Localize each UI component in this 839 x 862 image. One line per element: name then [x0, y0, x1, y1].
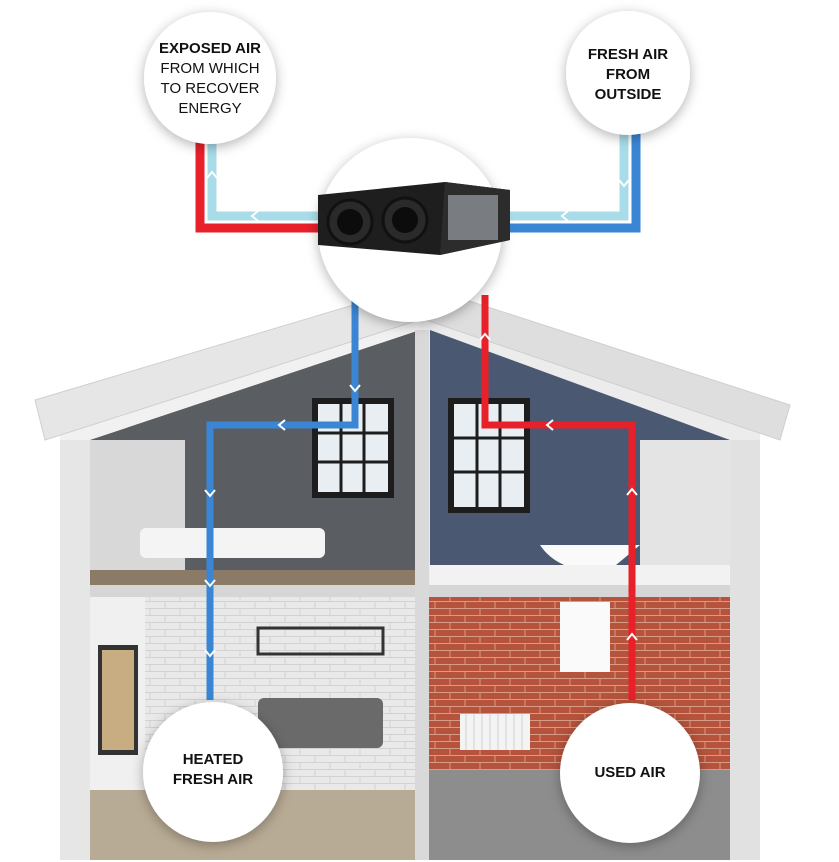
fresh-air-bubble	[566, 11, 690, 135]
fresh-label-line: FROM	[605, 66, 651, 83]
used-label-line: USED AIR	[594, 764, 666, 781]
flow-arrows	[204, 170, 638, 658]
heated-label-line: FRESH AIR	[172, 771, 254, 788]
heat-recovery-unit	[318, 182, 510, 255]
exhaust-duct-light	[207, 135, 330, 221]
fresh-label-line: OUTSIDE	[594, 86, 662, 103]
fresh-duct-blue	[500, 130, 641, 233]
exhaust-air-label: EXPOSED AIR FROM WHICH TO RECOVER ENERGY	[159, 39, 261, 119]
air-ducts	[195, 130, 641, 700]
arrow-left-icon	[250, 210, 259, 222]
arrow-up-icon	[479, 332, 491, 341]
fresh-duct-light	[500, 130, 629, 221]
bathtub	[540, 545, 640, 571]
arrow-left-icon	[545, 419, 554, 431]
exhaust-label-line: TO RECOVER	[160, 80, 260, 97]
arrow-down-icon	[349, 384, 361, 393]
return-duct-red	[481, 295, 636, 700]
exhaust-label-line: EXPOSED AIR	[159, 40, 261, 57]
used-air-label: USED AIR	[594, 763, 665, 783]
heated-label-line: HEATED	[182, 751, 244, 768]
heated-air-label: HEATED FRESH AIR	[173, 750, 253, 790]
exhaust-label-line: ENERGY	[178, 100, 242, 117]
exhaust-label-line: FROM WHICH	[160, 60, 260, 77]
radiator	[460, 714, 530, 750]
floor-divider	[80, 585, 730, 597]
arrow-left-icon	[277, 419, 286, 431]
fresh-label-line: FRESH AIR	[587, 46, 669, 63]
exhaust-air-bubble	[144, 12, 276, 144]
sofa-bed	[140, 528, 325, 558]
exhaust-duct-red	[195, 135, 330, 233]
arrow-left-icon	[560, 210, 569, 222]
arrow-down-icon	[204, 489, 216, 658]
used-air-bubble	[560, 703, 700, 843]
center-wall	[415, 330, 429, 860]
supply-duct-blue	[206, 300, 359, 700]
sofa	[258, 698, 383, 748]
arrow-up-icon	[206, 170, 218, 179]
water-heater	[560, 602, 610, 672]
heated-air-bubble	[143, 702, 283, 842]
fresh-air-label: FRESH AIR FROM OUTSIDE	[588, 45, 668, 105]
arrow-down-icon	[618, 179, 630, 188]
arrow-up-icon	[626, 487, 638, 641]
